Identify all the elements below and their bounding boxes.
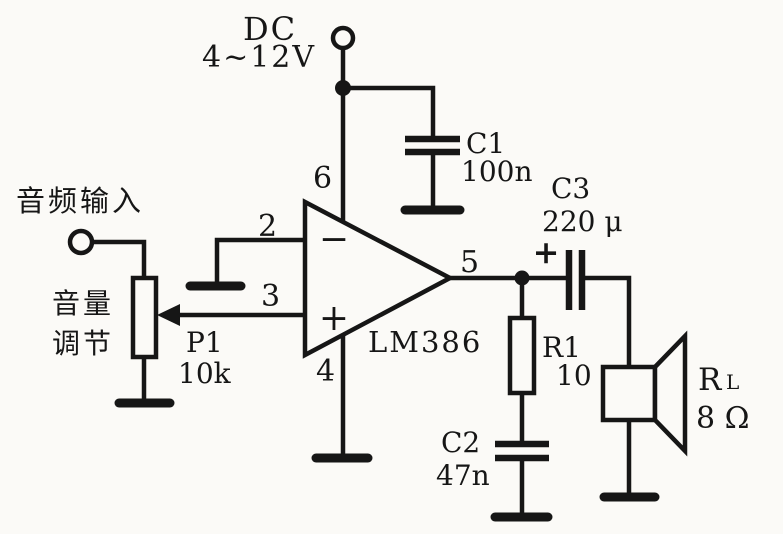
inverting-input-symbol: − [319,219,349,260]
audio-input-terminal [67,228,95,256]
pin5-label: 5 [460,245,479,280]
output-junction-dot [514,270,530,286]
dc-supply-terminal [330,25,356,51]
pin2-label: 2 [258,209,277,244]
pot-ref-label: P1 [186,326,223,359]
c1-value-label: 100n [461,155,532,188]
potentiometer-body [130,275,159,360]
r1-value-label: 10 [556,359,592,392]
pot-value-label: 10k [178,357,232,390]
audio-input-label: 音频输入 [16,184,144,218]
r1-ref-label: R1 [542,331,581,364]
supply-label-line1: DC [243,10,297,48]
potentiometer-wiper-arrow [157,304,180,326]
opamp-triangle [302,198,455,359]
c2-value-label: 47n [436,459,490,492]
r1-resistor-body [507,315,537,396]
volume-label-line2: 调节 [52,327,114,360]
c1-ref-label: C1 [466,127,505,160]
speaker-cone [652,330,688,457]
volume-label-line1: 音量 [52,287,114,320]
noninverting-input-symbol: + [319,298,349,339]
speaker-body [600,364,658,423]
input-wire [92,239,147,278]
pin3-label: 3 [261,279,280,314]
supply-label-line2: 4~12V [202,40,316,75]
pin2-wire [214,237,305,282]
c1-branch-wire [343,85,436,136]
load-ref-label: R [698,362,723,398]
power-junction-dot [335,80,351,96]
pin4-label: 4 [316,354,335,389]
c3-polarity-mark: + [533,233,560,271]
c3-output-wire [585,275,632,367]
c3-ref-label: C3 [551,172,590,205]
ic-label: LM386 [368,325,482,359]
c2-ref-label: C2 [441,426,480,459]
c3-value-label: 220 μ [542,205,623,238]
pin6-label: 6 [313,161,332,196]
load-value-label: 8 Ω [696,401,750,436]
load-ref-subscript: L [726,370,739,394]
